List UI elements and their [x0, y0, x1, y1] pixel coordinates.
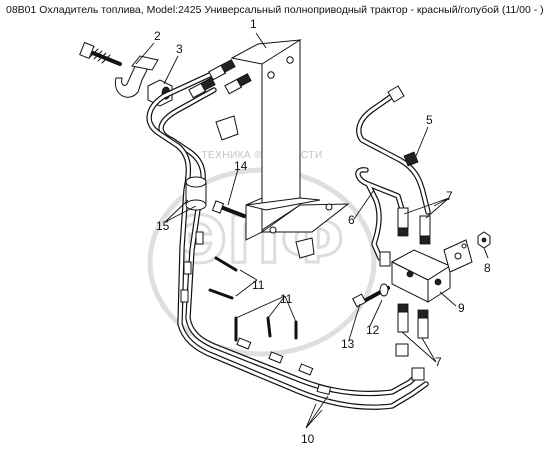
nut: [477, 231, 491, 249]
callout-14: 14: [234, 159, 248, 173]
mount-plate: [443, 239, 473, 273]
clamp-bolt: [79, 41, 122, 66]
callout-13: 13: [341, 337, 355, 351]
callout-11-b: 11: [280, 292, 293, 306]
page-title: 08B01 Охладитель топлива, Model:2425 Уни…: [6, 4, 544, 16]
clamp: [114, 55, 159, 98]
callout-6: 6: [348, 213, 355, 227]
callout-9: 9: [458, 301, 465, 315]
callout-labels: 1 2 3 5 6 7 8 9 10 11 11 12 13 14 15 7: [154, 17, 491, 446]
fuel-line-right-upper: [356, 85, 431, 215]
callout-11-a: 11: [252, 278, 265, 292]
fuel-line-right: [355, 167, 407, 261]
valve-block: [390, 249, 452, 303]
parts-diagram: ТЕХНИКА ® ЗАПЧАСТИ ЭПФ: [79, 17, 491, 446]
tube-clips: [215, 115, 315, 259]
callout-10: 10: [301, 432, 315, 446]
clamp-block: [185, 176, 207, 211]
callout-7-upper: 7: [446, 189, 453, 203]
callout-8: 8: [484, 261, 491, 275]
adapters-lower: [395, 303, 429, 381]
callout-7-lower: 7: [435, 355, 442, 369]
fuel-lines-left: [146, 69, 429, 410]
callout-3: 3: [176, 42, 183, 56]
callout-1: 1: [250, 17, 257, 31]
adapters-upper: [379, 207, 431, 267]
callout-5: 5: [426, 113, 433, 127]
callout-15: 15: [156, 219, 170, 233]
mounting-bracket: [230, 39, 350, 241]
callout-leaders: [135, 32, 489, 429]
clamp-block-bolt: [211, 200, 246, 218]
callout-12: 12: [366, 323, 380, 337]
callout-2: 2: [154, 29, 161, 43]
fittings-top: [188, 59, 252, 99]
washer: [379, 283, 389, 297]
